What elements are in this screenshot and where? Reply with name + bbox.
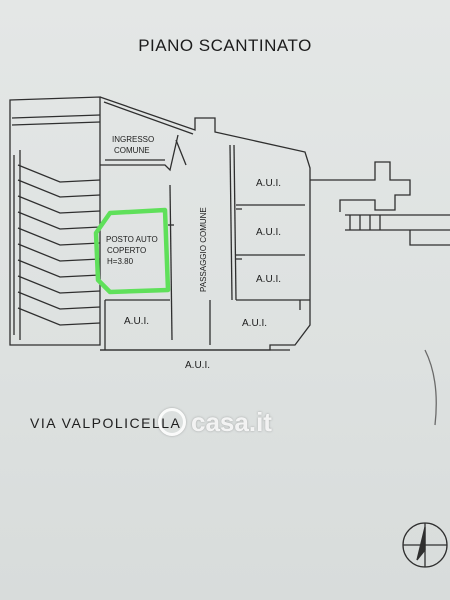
- unit-label-1: A.U.I.: [256, 178, 281, 189]
- parking-space-highlight[interactable]: [93, 207, 171, 295]
- ramp-stripes: [13, 150, 101, 340]
- unit-label-5: A.U.I.: [242, 318, 267, 329]
- annex-outline: [310, 161, 411, 212]
- north-arrow-icon: [402, 522, 448, 568]
- watermark: casa.it: [158, 402, 272, 442]
- building-outline: [99, 96, 311, 351]
- parking-label-line2: COPERTO: [107, 246, 146, 255]
- ramp-outline: [9, 96, 101, 346]
- casa-logo-icon: [158, 408, 186, 436]
- parking-label-line3: H=3.80: [107, 257, 134, 266]
- entrance-label-line1: INGRESSO: [112, 135, 154, 144]
- corridor-label: PASSAGGIO COMUNE: [199, 207, 208, 292]
- unit-label-4: A.U.I.: [124, 316, 149, 327]
- plan-title: PIANO SCANTINATO: [138, 36, 312, 55]
- parking-label-line1: POSTO AUTO: [106, 235, 158, 244]
- unit-label-2: A.U.I.: [256, 227, 281, 238]
- street-label: VIA VALPOLICELLA: [30, 415, 182, 431]
- unit-label-6: A.U.I.: [185, 360, 210, 371]
- unit-label-3: A.U.I.: [256, 274, 281, 285]
- entrance-label-line2: COMUNE: [114, 146, 150, 155]
- watermark-text: casa.it: [191, 406, 272, 437]
